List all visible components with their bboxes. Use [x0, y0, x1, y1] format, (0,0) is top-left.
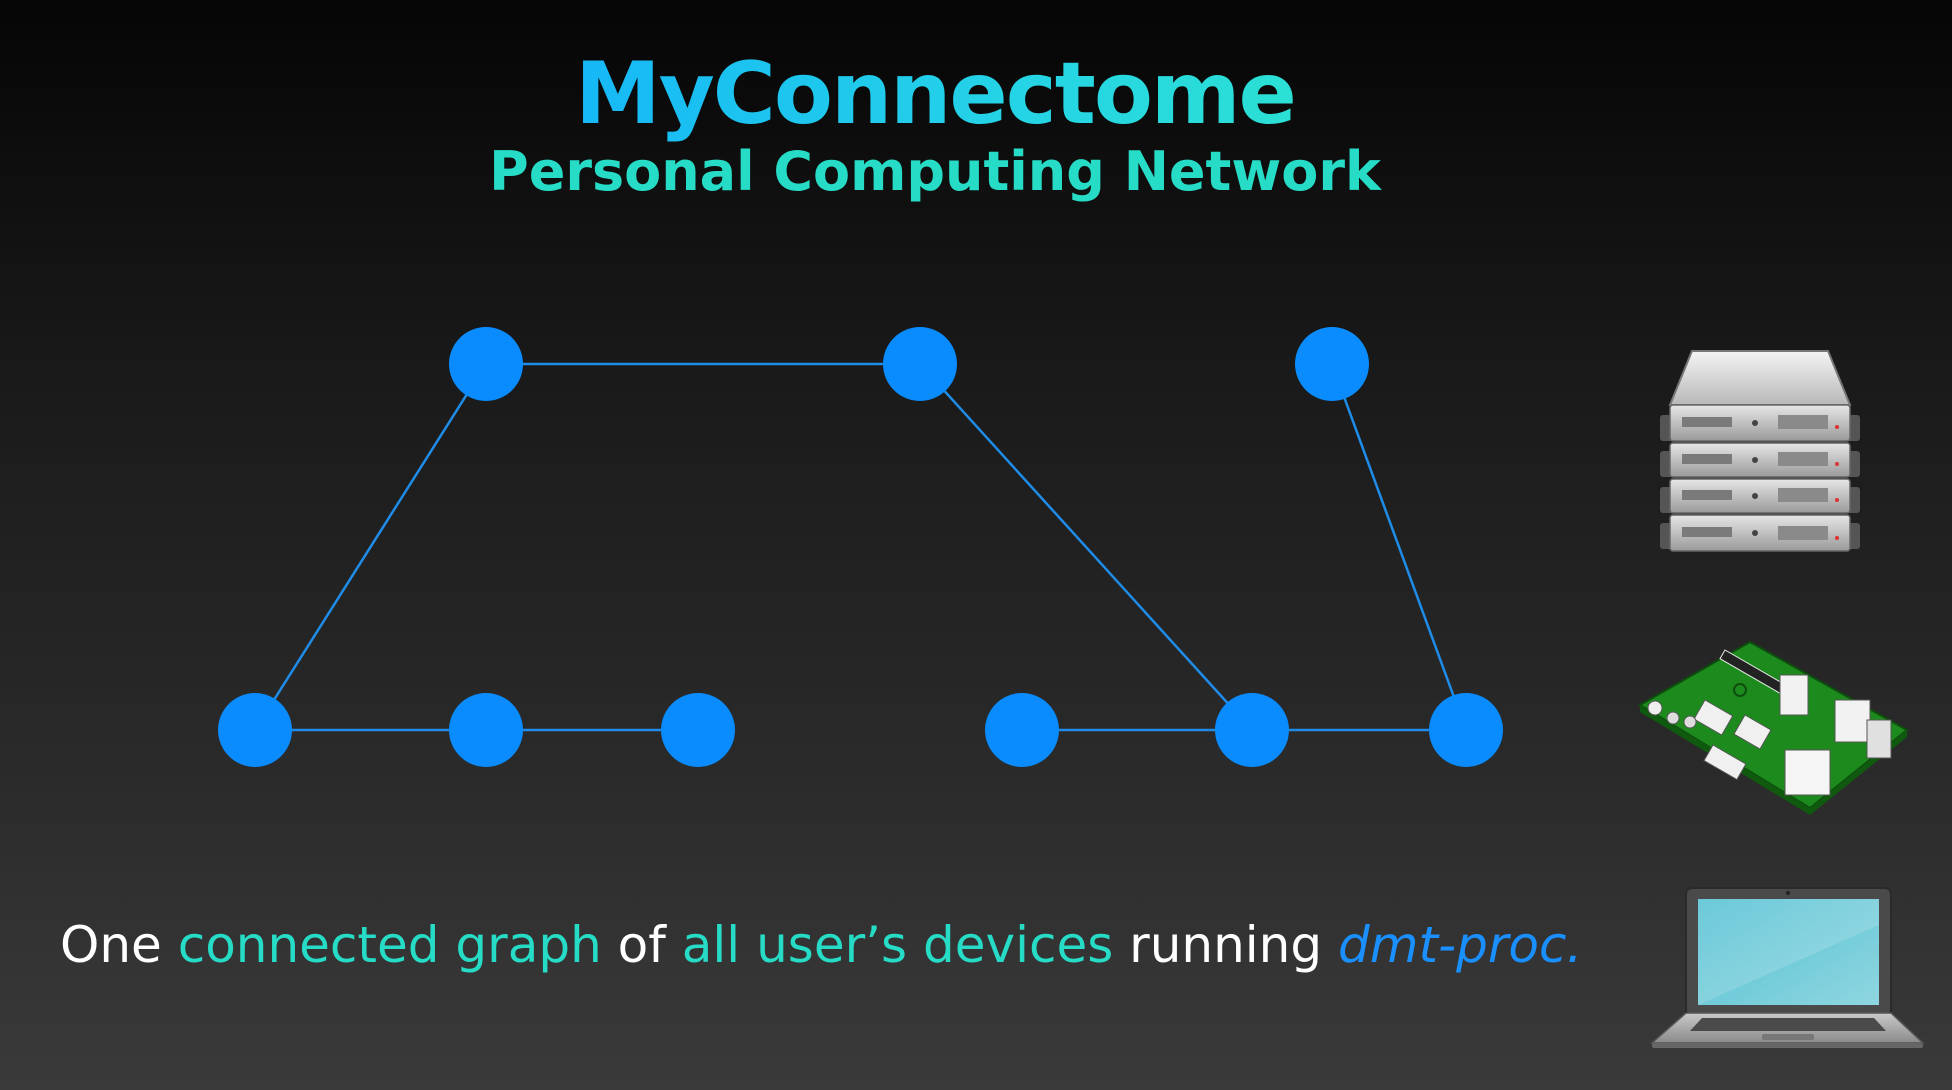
caption-connected-graph: connected graph [177, 916, 602, 974]
graph-edges [253, 362, 1468, 732]
caption: One connected graph of all user’s device… [60, 916, 1582, 974]
graph-nodes [218, 327, 1503, 767]
raspberry-pi-board-icon [1638, 640, 1909, 815]
caption-text-of: of [601, 916, 682, 974]
caption-all-devices: all user’s devices [681, 916, 1114, 974]
title-text: MyConnectome [575, 44, 1297, 144]
graph-node-n5 [449, 693, 523, 767]
caption-text-running: running [1113, 916, 1338, 974]
graph-node-n9 [1429, 693, 1503, 767]
graph-node-n1 [449, 327, 523, 401]
page-title: MyConnectome [0, 44, 1870, 144]
graph-node-n7 [985, 693, 1059, 767]
graph-node-n4 [218, 693, 292, 767]
graph-edge-n2-n8 [919, 363, 1253, 731]
graph-node-n8 [1215, 693, 1289, 767]
graph-node-n3 [1295, 327, 1369, 401]
caption-command: dmt-proc. [1338, 916, 1583, 974]
graph-edge-n1-n4 [253, 363, 488, 731]
page-subtitle: Personal Computing Network [489, 140, 1381, 203]
graph-edge-n3-n9 [1330, 363, 1468, 731]
server-rack-icon [1660, 350, 1860, 552]
laptop-icon [1650, 887, 1925, 1048]
graph-node-n2 [883, 327, 957, 401]
caption-text-one: One [60, 916, 178, 974]
graph-node-n6 [661, 693, 735, 767]
